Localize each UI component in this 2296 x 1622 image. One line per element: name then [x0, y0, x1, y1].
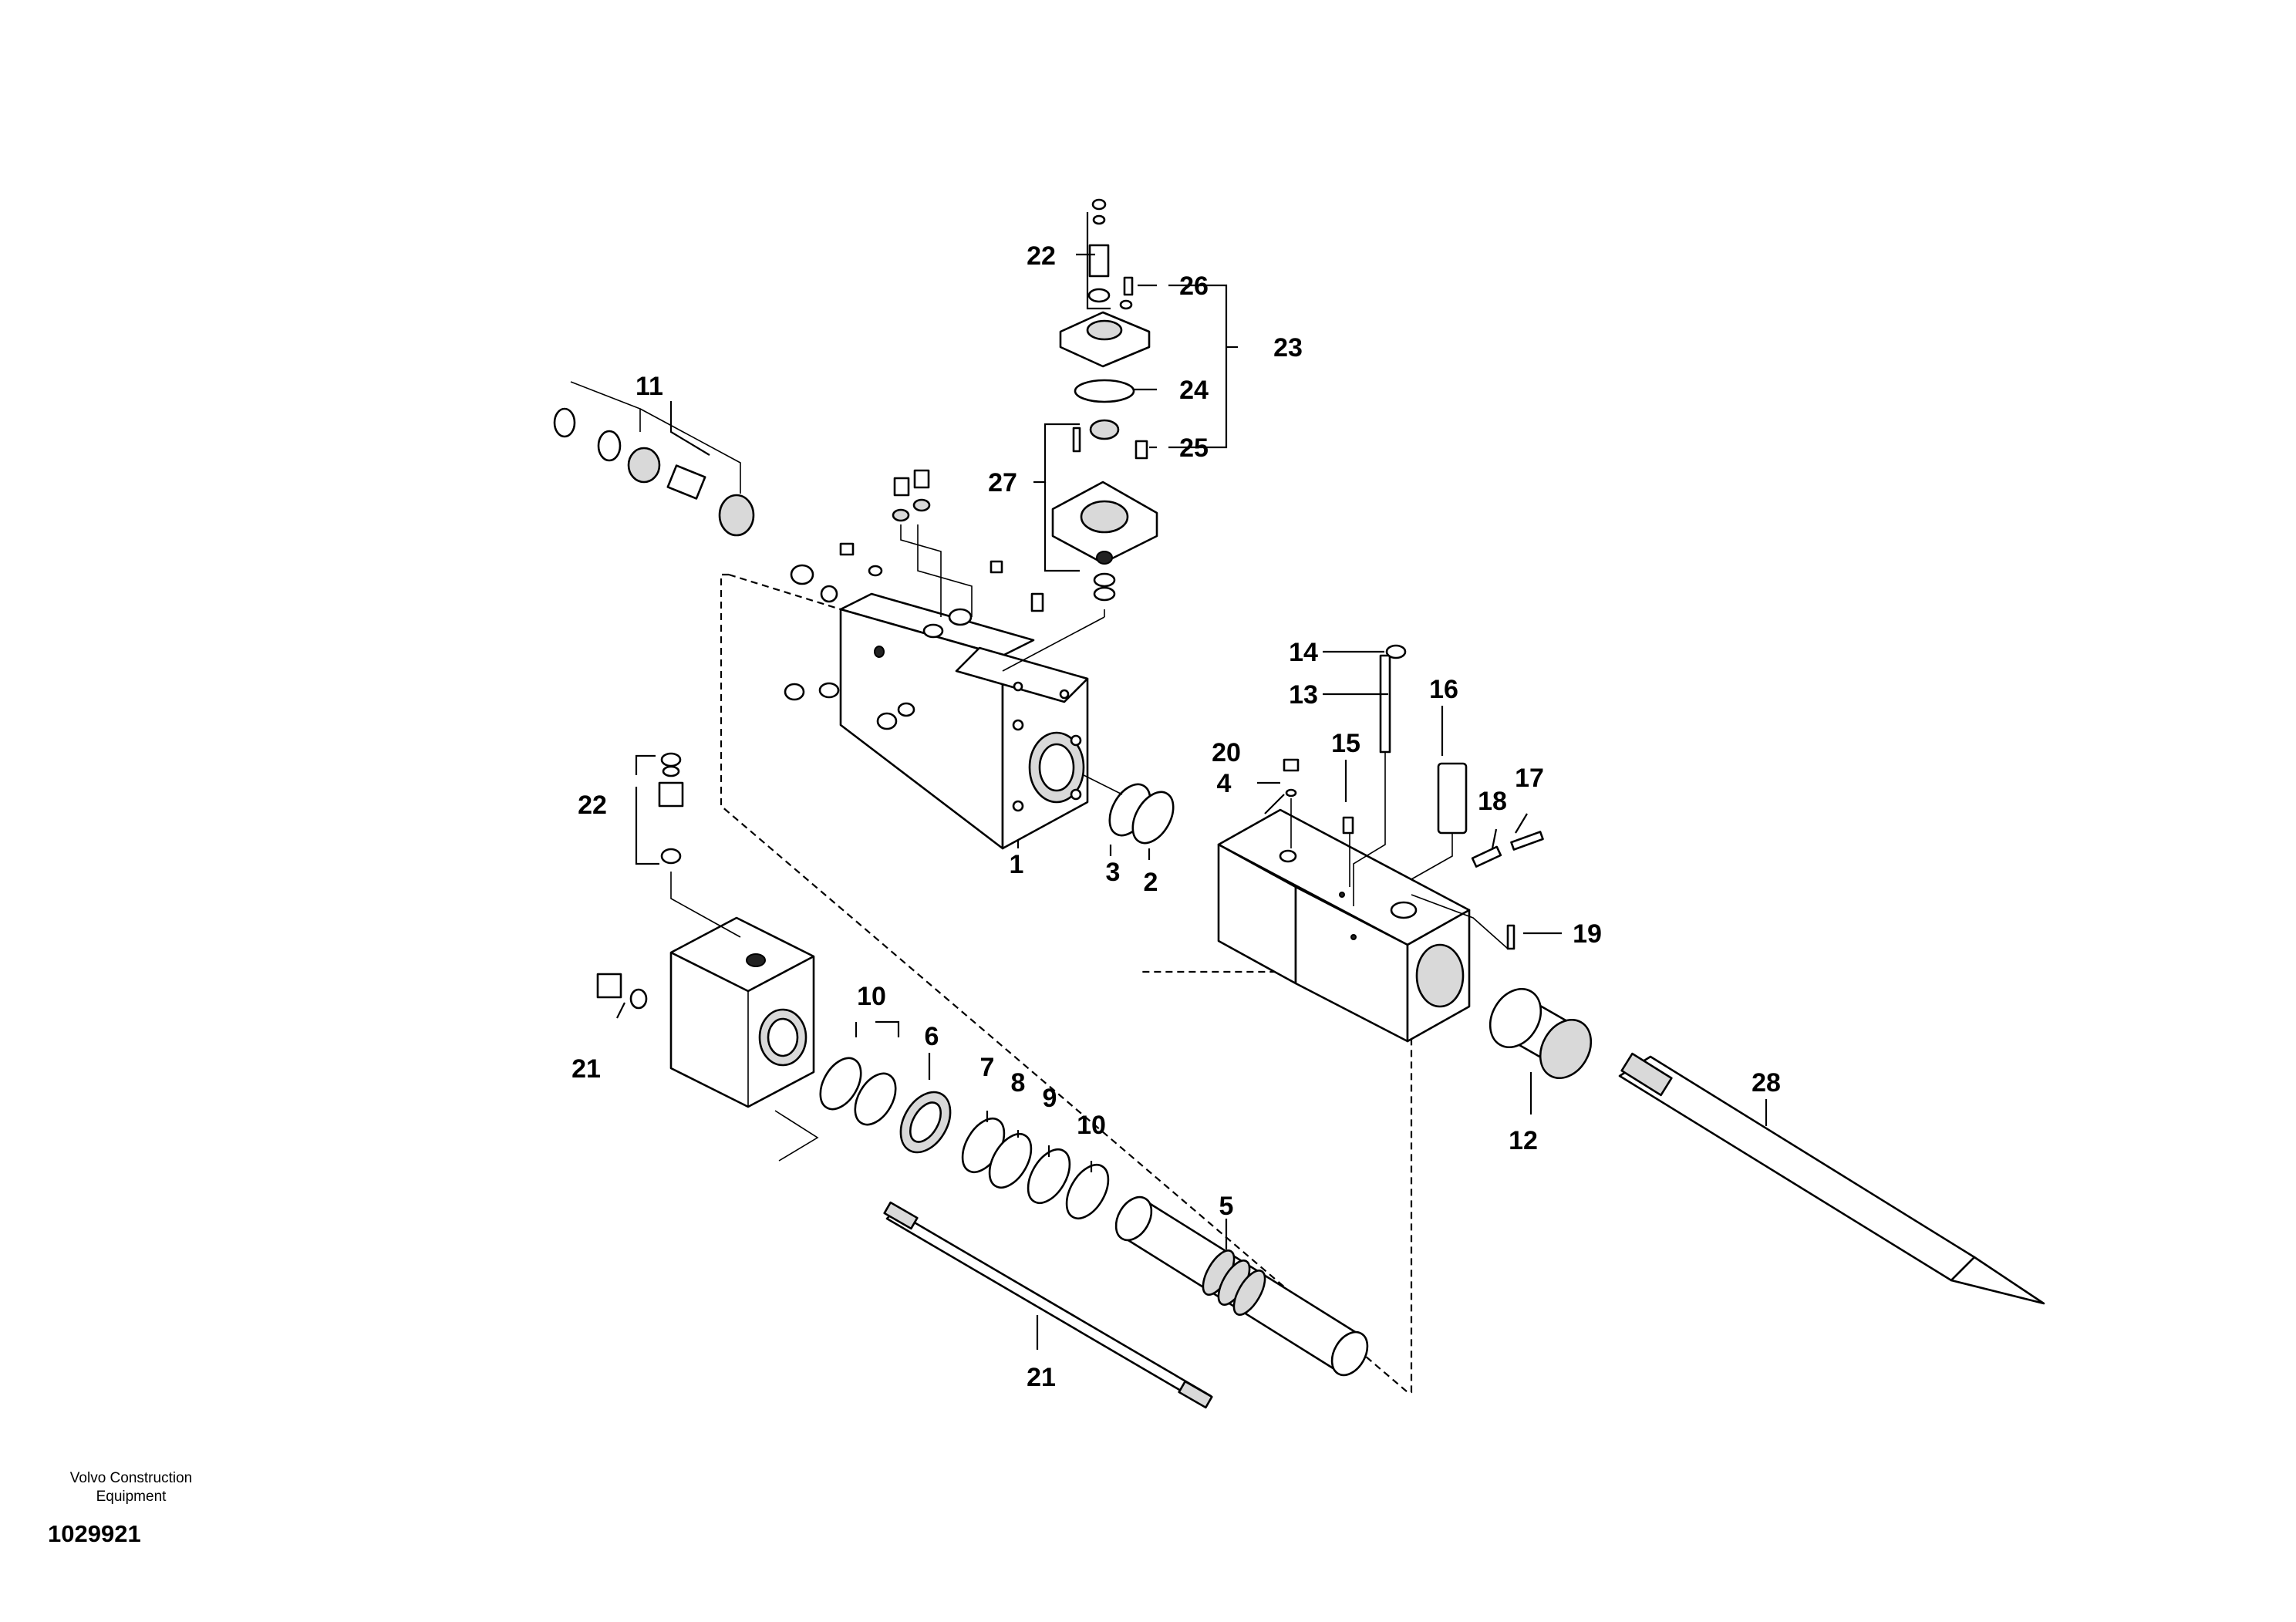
callout-25: 25	[1179, 433, 1209, 463]
callout-9: 9	[1043, 1084, 1057, 1113]
callout-12: 12	[1509, 1126, 1538, 1155]
callout-4: 4	[1217, 769, 1232, 798]
org-name-line1: Volvo Construction	[69, 1470, 193, 1486]
org-name-line2: Equipment	[96, 1489, 167, 1505]
callout-20: 20	[1212, 738, 1241, 767]
lower-block-part	[596, 752, 819, 1162]
callout-14: 14	[1289, 638, 1318, 667]
callout-17: 17	[1515, 764, 1544, 793]
leader-lines	[616, 212, 1768, 1350]
callout-16: 16	[1429, 675, 1458, 704]
callout-21-b: 21	[1027, 1363, 1056, 1392]
callout-7: 7	[980, 1053, 995, 1082]
piston-part	[1114, 1195, 1369, 1377]
callout-3: 3	[1106, 858, 1121, 887]
callout-15: 15	[1331, 729, 1360, 758]
o-rings-2-3	[1083, 774, 1175, 845]
callout-22-a: 22	[1027, 241, 1056, 271]
callout-22-b: 22	[578, 791, 607, 820]
callout-19: 19	[1573, 919, 1602, 949]
callout-11: 11	[636, 372, 663, 401]
callout-26: 26	[1179, 271, 1209, 301]
spool-assembly-part	[553, 381, 755, 537]
body-fittings	[784, 469, 1044, 730]
callout-21-a: 21	[571, 1054, 601, 1084]
callout-8: 8	[1011, 1068, 1026, 1098]
chisel-part	[1618, 1052, 2045, 1305]
footer-block: Volvo Construction Equipment 1029921	[39, 1469, 224, 1548]
valve-body-part	[839, 592, 1089, 850]
callout-13: 13	[1289, 680, 1318, 710]
seal-set-part	[819, 1057, 1110, 1219]
callout-23: 23	[1273, 333, 1303, 363]
callout-18: 18	[1478, 787, 1507, 816]
callout-2: 2	[1144, 868, 1158, 897]
cylinder-block-part	[1217, 644, 1544, 1043]
drawing-number: 1029921	[48, 1520, 141, 1547]
callout-1: 1	[1010, 850, 1024, 879]
bushing-part	[1489, 987, 1593, 1080]
rod-part	[883, 1201, 1213, 1409]
callout-27: 27	[988, 468, 1017, 497]
callout-labels: 1 2 3 4 5 6 7 8 9 10 10 11 12 13 14 15 1…	[571, 241, 1781, 1392]
callout-10-a: 10	[857, 982, 886, 1011]
callout-5: 5	[1219, 1192, 1234, 1221]
callout-28: 28	[1752, 1068, 1781, 1098]
callout-10-b: 10	[1077, 1111, 1106, 1140]
cover-assembly-part	[1002, 198, 1158, 672]
callout-24: 24	[1179, 376, 1209, 405]
callout-6: 6	[925, 1022, 939, 1051]
